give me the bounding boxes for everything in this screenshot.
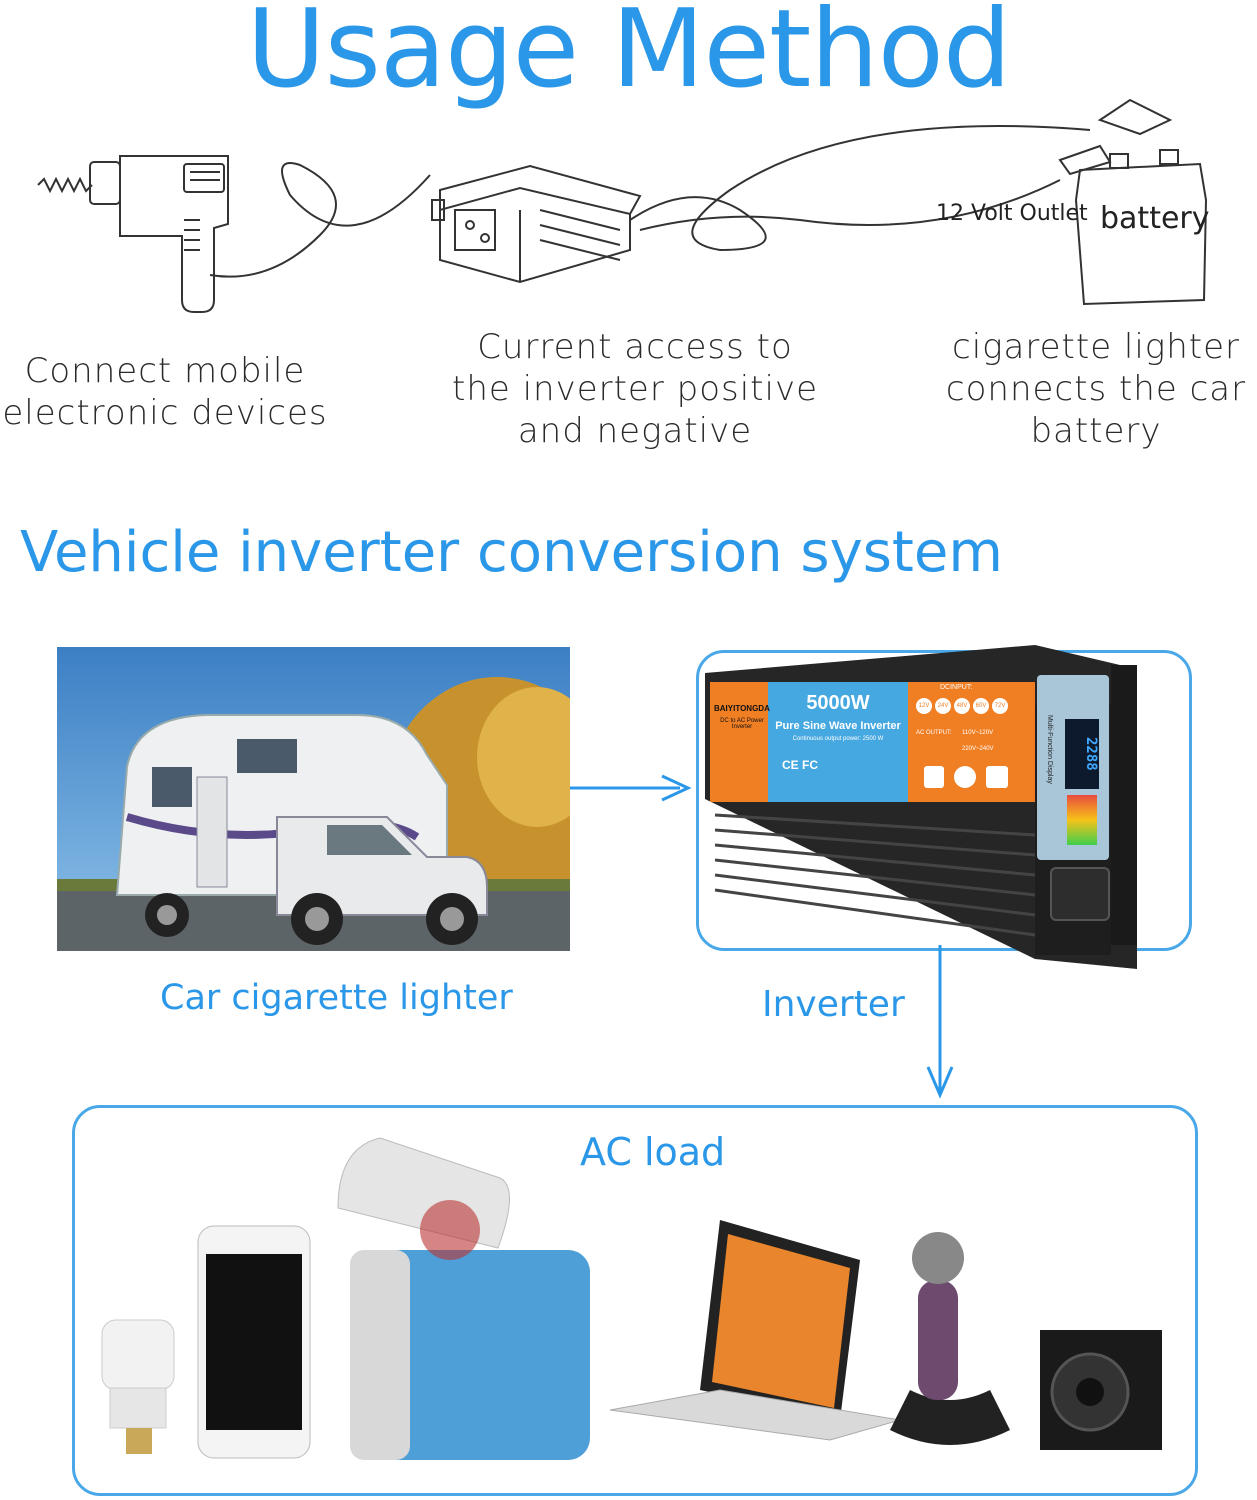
caption-line: the inverter positive <box>451 369 818 409</box>
inverter-frame <box>696 650 1192 951</box>
caption-line: battery <box>1030 411 1162 451</box>
laptop-icon <box>609 1220 901 1441</box>
dc-voltage-chip: 48V <box>954 698 970 714</box>
inverter-center-panel <box>768 682 908 802</box>
camper-illustration <box>57 647 570 951</box>
dc-voltage-list: 12V 24V 48V 60V 72V <box>916 698 1008 714</box>
section-title: Vehicle inverter conversion system <box>20 520 1003 585</box>
battery-label: battery <box>1100 201 1210 236</box>
dc-voltage-chip: 72V <box>992 698 1008 714</box>
caption-inverter: Current access to the inverter positive … <box>440 326 830 452</box>
dc-voltage-chip: 24V <box>935 698 951 714</box>
phone-icon <box>197 1225 311 1459</box>
usage-sketch: 12 Volt Outlet battery <box>37 98 1210 313</box>
caption-battery: cigarette lighter connects the car batte… <box>935 326 1257 452</box>
battery-level-bar <box>1067 795 1097 845</box>
camper-photo <box>57 647 570 951</box>
ac-load-caption: AC load <box>580 1130 726 1174</box>
type-label: Pure Sine Wave Inverter <box>775 720 901 732</box>
speaker-icon <box>1040 1330 1162 1450</box>
dc-input-label: DCINPUT: <box>940 684 973 691</box>
clamp-icon <box>1058 98 1173 176</box>
continuous-label: Continuous output power: 2500 W <box>792 736 884 742</box>
ac-output-label: AC OUTPUT: <box>916 730 952 736</box>
dc-voltage-chip: 12V <box>916 698 932 714</box>
arrow-down-icon <box>926 945 954 1099</box>
inverter-caption: Inverter <box>762 984 905 1025</box>
caption-devices: Connect mobile electronic devices <box>0 350 330 434</box>
ac-socket-icon <box>1050 867 1110 921</box>
caption-line: connects the car <box>945 369 1247 409</box>
ac-load-devices <box>101 1137 1162 1460</box>
caption-line: and negative <box>517 411 753 451</box>
shaver-icon <box>890 1232 1010 1445</box>
outlet-label: 12 Volt Outlet <box>936 201 1088 226</box>
ac-option-2: 220V~240V <box>962 746 994 752</box>
inverter-sketch-icon <box>431 164 642 284</box>
ac-option-1: 110V~120V <box>962 730 994 736</box>
caption-line: Current access to <box>477 327 793 367</box>
battery-icon <box>1074 149 1208 306</box>
drill-bit-icon <box>37 176 93 194</box>
display-label: Multi-Function Display <box>1046 715 1053 784</box>
power-label: 5000W <box>806 692 870 714</box>
inverter-product: BAIYITONGDA DC to AC Power Inverter 5000… <box>705 645 1137 970</box>
display-panel: 2288 Multi-Function Display <box>1037 675 1109 860</box>
caption-line: cigarette lighter <box>952 327 1240 367</box>
cert-label: CE FC <box>782 758 818 772</box>
drill-icon <box>89 155 229 313</box>
brand-label: BAIYITONGDA <box>714 704 770 713</box>
cooler-icon <box>337 1137 590 1460</box>
caption-line: Connect mobile <box>24 351 306 391</box>
light-bulb-icon <box>101 1319 175 1454</box>
car-caption: Car cigarette lighter <box>160 978 513 1018</box>
outlet-icon <box>954 766 976 788</box>
page-title: Usage Method <box>246 0 1012 112</box>
dc-voltage-chip: 60V <box>973 698 989 714</box>
outlet-icon <box>986 766 1008 788</box>
display-reading: 2288 <box>1065 719 1099 789</box>
arrow-right-icon <box>570 774 692 802</box>
outlet-icon <box>924 766 944 788</box>
brand-sub: DC to AC Power Inverter <box>720 718 764 730</box>
ac-load-frame <box>72 1105 1198 1496</box>
caption-line: electronic devices <box>2 393 328 433</box>
inverter-face: BAIYITONGDA DC to AC Power Inverter 5000… <box>710 682 1035 802</box>
